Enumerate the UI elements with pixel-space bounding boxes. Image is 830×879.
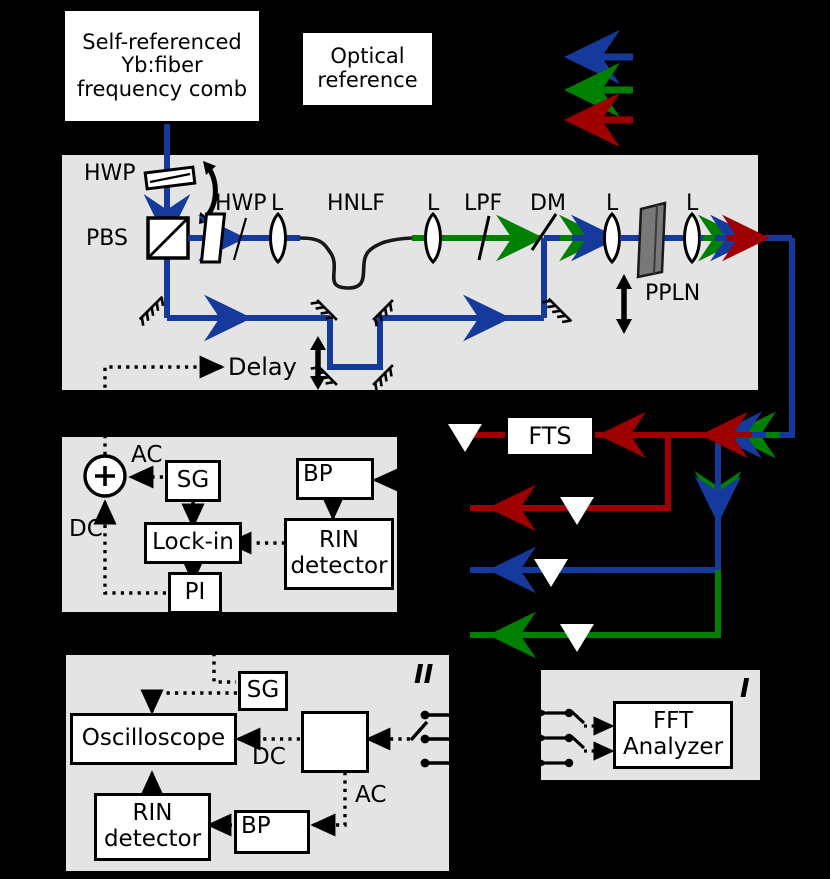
control-lockin-box: Lock-in [144, 522, 242, 564]
label-delay: Delay [228, 353, 297, 381]
panel-two-rin-line-2: detector [103, 826, 202, 852]
fft-analyzer-box: FFT Analyzer [613, 701, 733, 769]
control-rin-line-1: RIN [319, 527, 359, 554]
comb-line-1: Self-referenced [82, 29, 242, 54]
panel-two-sg-label: SG [246, 677, 280, 704]
panel-two-bp-label: BP [241, 813, 271, 839]
control-pi-box: PI [168, 572, 222, 614]
comb-line-3: frequency comb [76, 76, 248, 101]
legend-arrows [564, 29, 633, 148]
optical-ref-line-1: Optical [330, 44, 405, 69]
panel-two-tag: II [414, 660, 434, 690]
optical-reference-box: Optical reference [300, 30, 435, 108]
panel-two-ac-label: AC [355, 782, 387, 808]
control-rin-detector-box: RIN detector [284, 518, 394, 590]
panel-two-rin-line-1: RIN [132, 800, 173, 827]
panel-one-tag: I [740, 674, 750, 704]
label-pbs: PBS [86, 226, 128, 251]
fts-label: FTS [528, 421, 572, 450]
control-sg-box: SG [165, 460, 221, 502]
panel-two-bp-box: BP [234, 810, 310, 854]
label-lens-3: L [606, 191, 619, 216]
label-dm: DM [530, 191, 566, 216]
control-bp-box: BP [296, 458, 374, 500]
frequency-comb-box: Self-referenced Yb:fiber frequency comb [62, 8, 262, 124]
optical-ref-line-2: reference [317, 68, 418, 92]
control-rin-line-2: detector [290, 553, 388, 579]
control-lockin-label: Lock-in [152, 529, 234, 556]
panel-two-oscilloscope-box: Oscilloscope [70, 713, 237, 765]
fft-line-1: FFT [652, 708, 694, 735]
label-ppln: PPLN [645, 281, 701, 306]
detector-triangles [448, 424, 594, 652]
label-hwp-2: HWP [215, 191, 267, 216]
label-hwp-1: HWP [84, 161, 136, 186]
label-lens-1: L [271, 191, 284, 216]
control-bp-label: BP [303, 461, 333, 487]
label-lens-2: L [427, 191, 440, 216]
control-ac-label: AC [131, 442, 163, 468]
panel-two-rin-detector-box: RIN detector [94, 793, 211, 861]
fts-box: FTS [505, 415, 595, 457]
label-lens-4: L [686, 191, 699, 216]
comb-line-2: Yb:fiber [121, 53, 203, 78]
panel-two-dc-label: DC [252, 744, 286, 770]
label-hnlf: HNLF [327, 191, 385, 216]
panel-two-sg-box: SG [238, 671, 288, 711]
optics-panel [62, 155, 758, 390]
fft-line-2: Analyzer [622, 734, 724, 760]
panel-two-oscilloscope-label: Oscilloscope [81, 725, 226, 752]
panel-two-rc-box [301, 711, 369, 773]
label-lpf: LPF [464, 191, 503, 216]
control-pi-label: PI [184, 579, 206, 606]
control-dc-label: DC [69, 516, 103, 542]
control-sg-label: SG [176, 467, 210, 494]
